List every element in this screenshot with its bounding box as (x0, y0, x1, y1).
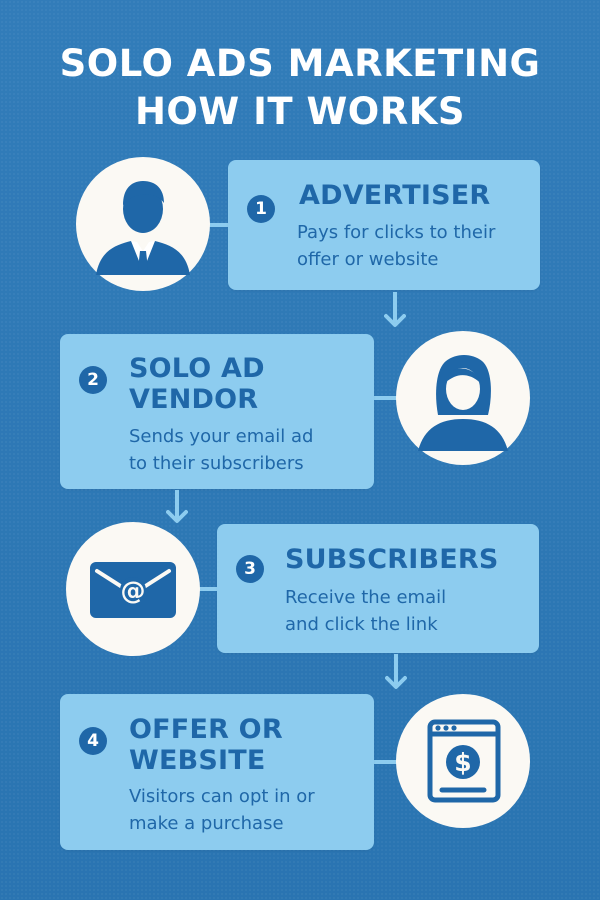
connector-3 (198, 587, 222, 591)
step-3-title-line-1: SUBSCRIBERS (285, 544, 499, 575)
title-line-2: HOW IT WORKS (134, 90, 466, 133)
woman-avatar-circle (396, 331, 530, 465)
man-avatar-icon (96, 181, 190, 275)
email-icon: @ (90, 562, 176, 618)
step-2-number-badge: 2 (79, 366, 107, 394)
email-circle: @ (66, 522, 200, 656)
step-1-desc-line-2: offer or website (297, 249, 439, 270)
step-2-box (60, 334, 374, 489)
website-dollar-icon: $ (427, 719, 501, 803)
step-3-desc-line-1: Receive the email (285, 587, 447, 608)
step-4-box (60, 694, 374, 850)
step-2-desc-line-2: to their subscribers (129, 453, 304, 474)
step-1-number-badge: 1 (247, 195, 275, 223)
man-avatar-circle (76, 157, 210, 291)
connector-1 (206, 223, 232, 227)
arrow-down-2-icon (166, 490, 188, 523)
step-3-box (217, 524, 539, 653)
step-2-desc-line-1: Sends your email ad (129, 426, 314, 447)
step-3-number-badge: 3 (236, 555, 264, 583)
step-1-title-line-1: ADVERTISER (299, 180, 491, 211)
step-2-title-line-2: VENDOR (129, 384, 259, 415)
step-3-desc-line-2: and click the link (285, 614, 438, 635)
svg-text:@: @ (121, 576, 146, 605)
step-2-title-line-1: SOLO AD (129, 353, 265, 384)
step-4-desc-line-1: Visitors can opt in or (129, 786, 315, 807)
svg-text:$: $ (454, 748, 471, 777)
woman-avatar-icon (418, 355, 508, 451)
step-4-title-line-2: WEBSITE (129, 745, 266, 776)
arrow-down-1-icon (384, 292, 406, 327)
arrow-down-3-icon (385, 654, 407, 689)
step-1-desc-line-1: Pays for clicks to their (297, 222, 496, 243)
step-4-title-line-1: OFFER OR (129, 714, 283, 745)
step-4-number-badge: 4 (79, 727, 107, 755)
connector-4 (372, 760, 400, 764)
connector-2 (372, 396, 400, 400)
title-line-1: SOLO ADS MARKETING (59, 42, 541, 85)
step-4-desc-line-2: make a purchase (129, 813, 284, 834)
step-1-box (228, 160, 540, 290)
website-circle: $ (396, 694, 530, 828)
